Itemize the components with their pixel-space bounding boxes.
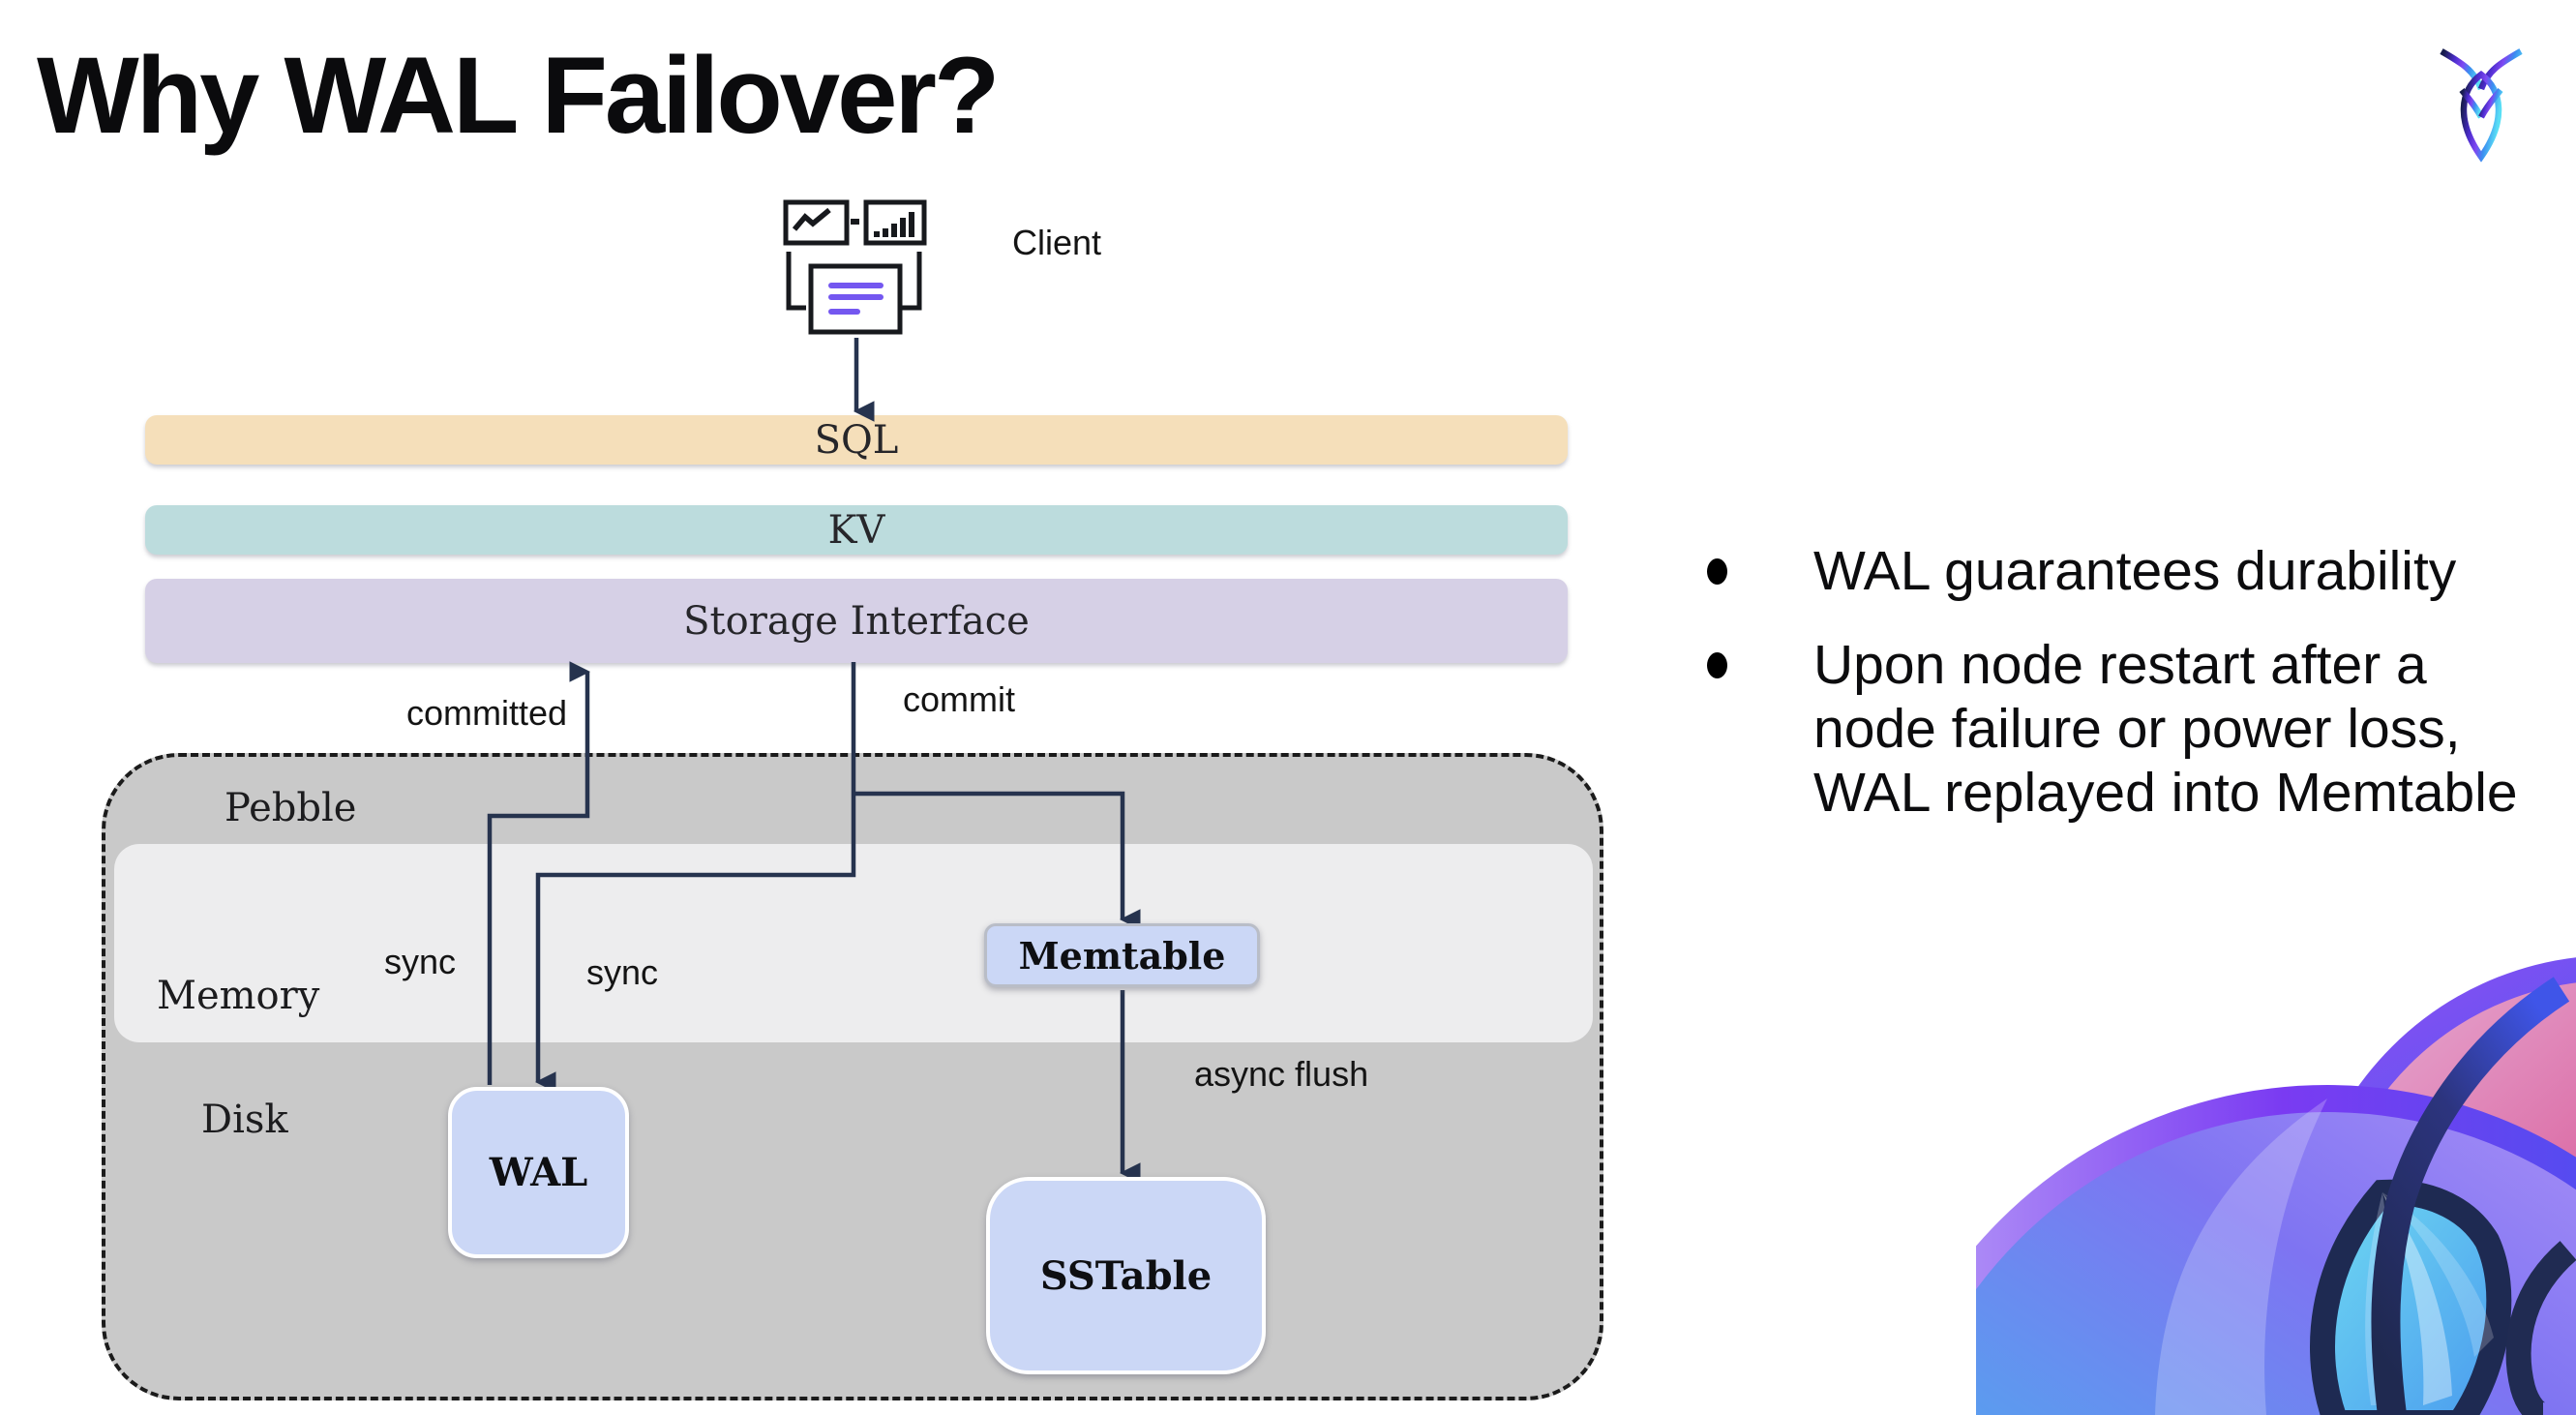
decorative-cockroach-graphic-icon	[1976, 957, 2576, 1415]
bullet-item: Upon node restart after a node failure o…	[1699, 633, 2544, 825]
layer-storage-interface: Storage Interface	[145, 579, 1568, 663]
edge-label-committed: committed	[406, 693, 568, 733]
client-label: Client	[1012, 223, 1102, 262]
node-wal-label: WAL	[489, 1150, 588, 1195]
edge-label-sync-right: sync	[586, 952, 659, 992]
bullet-list: WAL guarantees durability Upon node rest…	[1699, 539, 2544, 825]
node-memtable-label: Memtable	[1018, 933, 1226, 978]
layer-storage-interface-label: Storage Interface	[683, 598, 1030, 644]
edge-label-sync-left: sync	[384, 942, 457, 981]
node-memtable: Memtable	[984, 923, 1260, 987]
disk-label: Disk	[201, 1098, 288, 1142]
node-sstable: SSTable	[986, 1177, 1266, 1374]
layer-kv: KV	[145, 505, 1568, 555]
cockroachdb-logo-icon	[2440, 48, 2523, 163]
bullet-item: WAL guarantees durability	[1699, 539, 2544, 603]
page-title: Why WAL Failover?	[37, 35, 1000, 156]
node-wal: WAL	[448, 1087, 629, 1258]
edge-label-async-flush: async flush	[1194, 1054, 1369, 1094]
client-devices-icon	[783, 199, 927, 335]
memory-region	[114, 844, 1593, 1042]
layer-sql-label: SQL	[814, 417, 899, 463]
layer-sql: SQL	[145, 415, 1568, 465]
node-sstable-label: SSTable	[1039, 1252, 1213, 1299]
pebble-label: Pebble	[225, 786, 357, 830]
layer-kv-label: KV	[827, 507, 885, 553]
edge-label-commit: commit	[903, 679, 1015, 719]
memory-label: Memory	[157, 974, 320, 1018]
